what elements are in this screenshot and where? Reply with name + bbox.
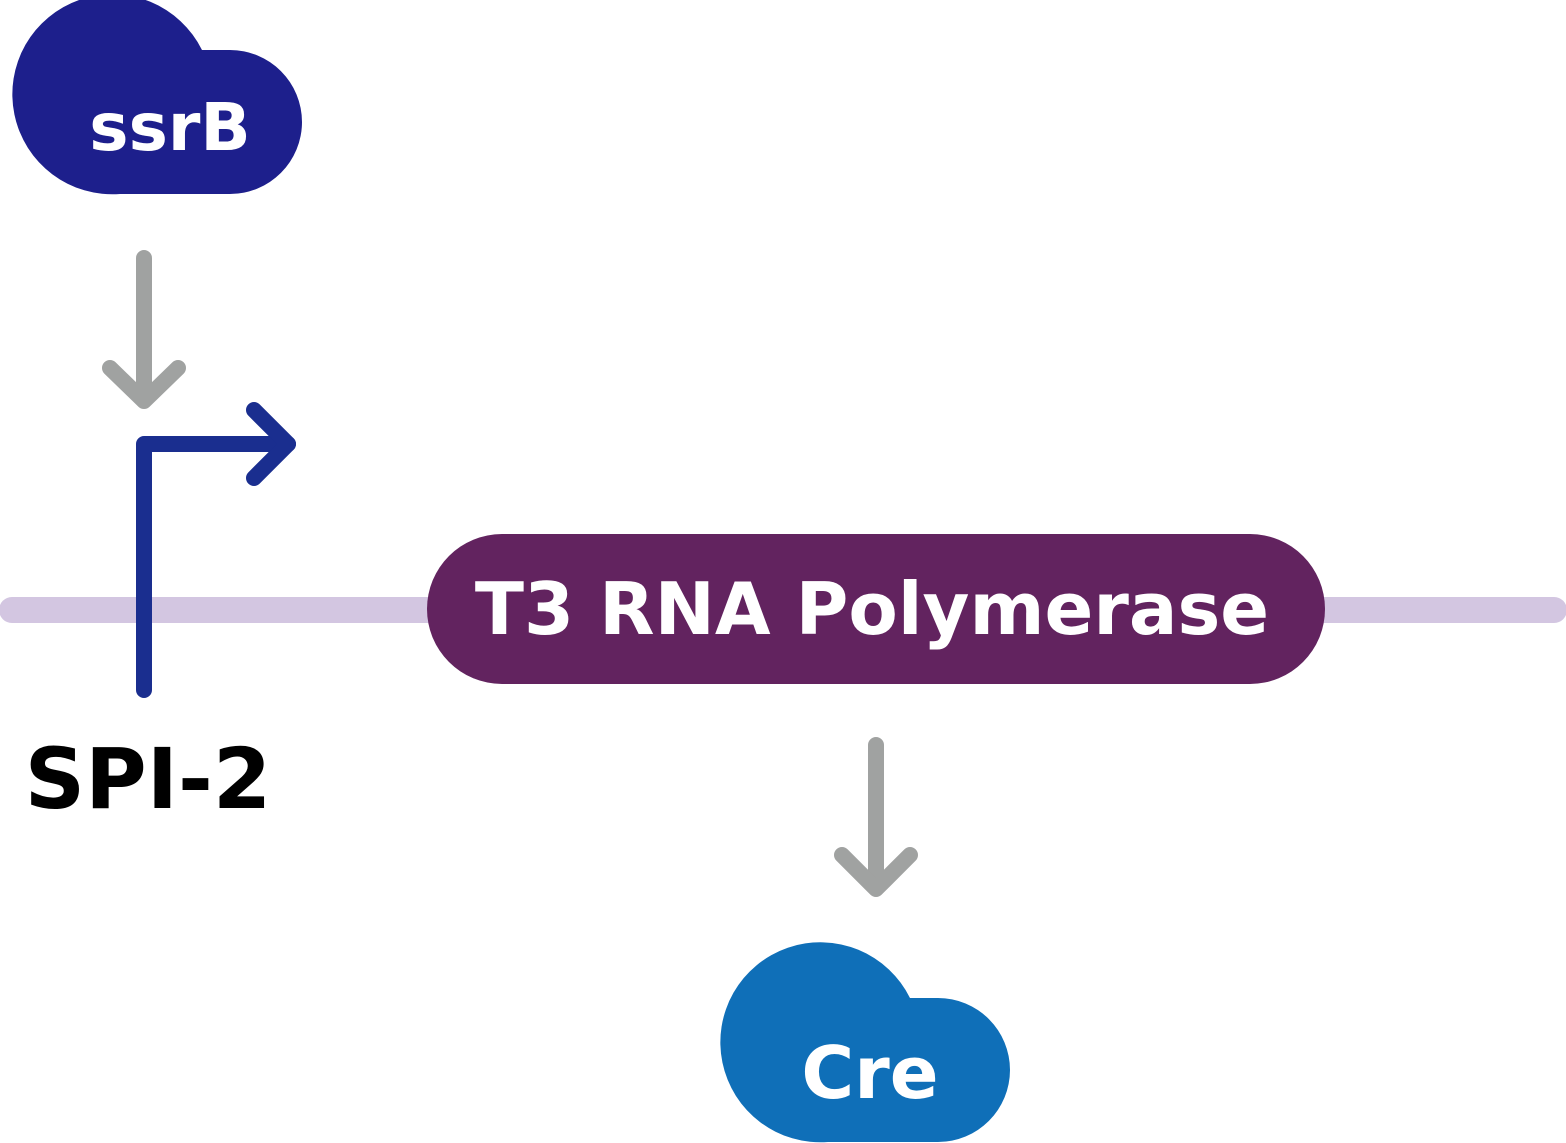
spi2-promoter-label: SPI-2 <box>25 730 272 828</box>
t3-polymerase-label: T3 RNA Polymerase <box>475 567 1269 651</box>
t3-polymerase-node: T3 RNA Polymerase <box>427 534 1325 684</box>
ssrb-cloud-shape <box>12 0 302 195</box>
ssrb-label: ssrB <box>89 89 250 166</box>
cre-node: Cre <box>720 942 1010 1143</box>
ssrb-node: ssrB <box>12 0 302 195</box>
t3-polymerase-block <box>427 534 1325 684</box>
cre-label: Cre <box>801 1031 938 1115</box>
arrow-t3-to-cre <box>834 737 918 897</box>
cre-cloud-shape <box>720 942 1010 1143</box>
spi2-promoter-icon <box>136 402 296 698</box>
arrow-ssrb-to-promoter <box>102 250 186 409</box>
